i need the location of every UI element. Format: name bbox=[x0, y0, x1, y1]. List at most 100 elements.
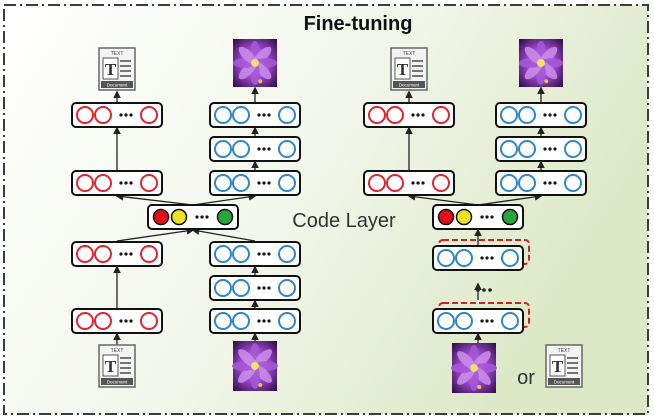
code-layer-label: Code Layer bbox=[292, 210, 396, 232]
right-text-decoder-layer-2-unit-0 bbox=[368, 106, 386, 124]
left-text-decoder-layer-1-box bbox=[71, 170, 163, 196]
left-image-encoder-layer-2 bbox=[209, 275, 301, 301]
right-text-decoder-layer-2-unit-3 bbox=[432, 106, 450, 124]
right-shared-encoder-layer-1-dot-0 bbox=[480, 319, 484, 323]
right-image-decoder-layer-1 bbox=[495, 170, 587, 196]
right-image-decoder-layer-1-dot-0 bbox=[543, 181, 547, 185]
left-image-encoder-layer-3-dot-0 bbox=[257, 252, 261, 256]
left-code-layer-unit-1 bbox=[170, 208, 188, 226]
left-image-encoder-layer-3-dot-2 bbox=[267, 252, 271, 256]
left-code-layer-dot-2 bbox=[205, 215, 209, 219]
left-text-input-icon-footer-bar bbox=[101, 378, 133, 385]
left-text-decoder-layer-1-dot-1 bbox=[124, 181, 128, 185]
right-text-decoder-layer-2-dot-2 bbox=[421, 113, 425, 117]
left-image-decoder-layer-1-unit-0 bbox=[214, 174, 232, 192]
right-image-decoder-layer-2-unit-1 bbox=[518, 140, 536, 158]
left-code-layer-unit-3 bbox=[216, 208, 234, 226]
right-text-decoder-layer-1 bbox=[363, 170, 455, 196]
right-text-output-icon-glyph: T bbox=[397, 60, 409, 79]
left-text-encoder-layer-1-unit-1 bbox=[94, 312, 112, 330]
left-text-decoder-layer-1-unit-3 bbox=[140, 174, 158, 192]
left-image-decoder-layer-3-dot-1 bbox=[262, 113, 266, 117]
right-encoder-ellipsis-dot-1 bbox=[482, 288, 486, 292]
left-image-encoder-layer-2-box bbox=[209, 275, 301, 301]
left-text-output-icon-footer-bar bbox=[101, 81, 133, 88]
left-image-encoder-layer-1-dot-2 bbox=[267, 319, 271, 323]
right-image-decoder-layer-3-dot-0 bbox=[543, 113, 547, 117]
left-code-layer-dot-1 bbox=[200, 215, 204, 219]
left-text-encoder-layer-2-box bbox=[71, 241, 163, 267]
right-encoder-ellipsis-dot-2 bbox=[488, 288, 492, 292]
right-shared-encoder-layer-1-shadow bbox=[438, 302, 530, 328]
right-code-layer-box bbox=[432, 204, 524, 230]
right-text-decoder-layer-1-dot-1 bbox=[416, 181, 420, 185]
left-text-encoder-layer-2-unit-0 bbox=[76, 245, 94, 263]
left-image-encoder-layer-1-unit-3 bbox=[278, 312, 296, 330]
right-image-decoder-layer-2-dot-1 bbox=[548, 147, 552, 151]
right-image-decoder-layer-2 bbox=[495, 136, 587, 162]
left-text-decoder-layer-2 bbox=[71, 102, 163, 128]
left-image-decoder-layer-2-dot-0 bbox=[257, 147, 261, 151]
right-shared-encoder-layer-1-dot-1 bbox=[485, 319, 489, 323]
right-text-decoder-layer-1-box bbox=[363, 170, 455, 196]
left-text-encoder-layer-2-unit-1 bbox=[94, 245, 112, 263]
left-image-decoder-layer-1 bbox=[209, 170, 301, 196]
left-image-decoder-layer-2 bbox=[209, 136, 301, 162]
left-text-output-icon-header: TEXT bbox=[111, 51, 124, 57]
right-text-input-icon-glyph-box bbox=[549, 354, 566, 377]
left-text-decoder-layer-1-dot-0 bbox=[119, 181, 123, 185]
left-image-encoder-layer-2-dot-2 bbox=[267, 286, 271, 290]
edge-left-code-to-img bbox=[192, 193, 257, 206]
right-shared-encoder-layer-2-unit-1 bbox=[455, 249, 473, 267]
right-image-input-icon-accent bbox=[477, 385, 482, 389]
left-image-decoder-layer-1-unit-3 bbox=[278, 174, 296, 192]
left-text-decoder-layer-2-unit-3 bbox=[140, 106, 158, 124]
left-text-encoder-layer-1-unit-0 bbox=[76, 312, 94, 330]
right-image-decoder-layer-1-unit-3 bbox=[564, 174, 582, 192]
right-code-layer-unit-0 bbox=[437, 208, 455, 226]
right-text-decoder-layer-1-unit-3 bbox=[432, 174, 450, 192]
right-text-decoder-layer-1-dot-2 bbox=[421, 181, 425, 185]
right-text-input-icon-glyph: T bbox=[552, 357, 564, 376]
left-image-decoder-layer-2-unit-3 bbox=[278, 140, 296, 158]
edge-right-code-to-text bbox=[407, 192, 479, 206]
right-shared-encoder-layer-1-unit-0 bbox=[437, 312, 455, 330]
right-image-input-icon-petal-7 bbox=[457, 351, 476, 370]
right-text-decoder-layer-1-unit-1 bbox=[386, 174, 404, 192]
left-text-encoder-layer-1 bbox=[71, 308, 163, 334]
left-code-layer-unit-0 bbox=[152, 208, 170, 226]
right-shared-encoder-layer-2-shadow bbox=[438, 239, 530, 265]
left-text-input-icon-glyph-box bbox=[102, 354, 119, 377]
right-image-input-icon-center bbox=[470, 364, 478, 372]
left-code-layer bbox=[147, 204, 239, 230]
left-image-decoder-layer-3-dot-0 bbox=[257, 113, 261, 117]
left-text-decoder-layer-1-unit-0 bbox=[76, 174, 94, 192]
edge-left-img-to-code bbox=[191, 227, 256, 242]
right-shared-encoder-layer-1-dot-2 bbox=[490, 319, 494, 323]
right-shared-encoder-layer-1-unit-1 bbox=[455, 312, 473, 330]
left-image-encoder-layer-1 bbox=[209, 308, 301, 334]
edges-layer bbox=[113, 86, 545, 345]
right-text-input-icon-footer: Document bbox=[554, 380, 575, 385]
left-text-encoder-layer-1-box bbox=[71, 308, 163, 334]
right-text-decoder-layer-2-box bbox=[363, 102, 455, 128]
right-shared-encoder-layer-2-unit-3 bbox=[501, 249, 519, 267]
left-image-encoder-layer-2-unit-0 bbox=[214, 279, 232, 297]
edge-left-code-to-text bbox=[115, 192, 194, 206]
left-image-decoder-layer-3-box bbox=[209, 102, 301, 128]
right-image-decoder-layer-1-dot-2 bbox=[553, 181, 557, 185]
left-text-decoder-layer-1-unit-1 bbox=[94, 174, 112, 192]
panel-title: Fine-tuning bbox=[304, 13, 413, 35]
left-text-input-icon-header: TEXT bbox=[111, 348, 124, 354]
right-code-layer-unit-1 bbox=[455, 208, 473, 226]
right-image-output-icon-center bbox=[537, 59, 545, 67]
left-image-encoder-layer-3-unit-0 bbox=[214, 245, 232, 263]
right-image-decoder-layer-3-unit-3 bbox=[564, 106, 582, 124]
left-text-decoder-layer-1-dot-2 bbox=[129, 181, 133, 185]
right-image-decoder-layer-3-dot-1 bbox=[548, 113, 552, 117]
left-image-output-icon bbox=[232, 39, 278, 87]
left-image-encoder-layer-1-unit-1 bbox=[232, 312, 250, 330]
